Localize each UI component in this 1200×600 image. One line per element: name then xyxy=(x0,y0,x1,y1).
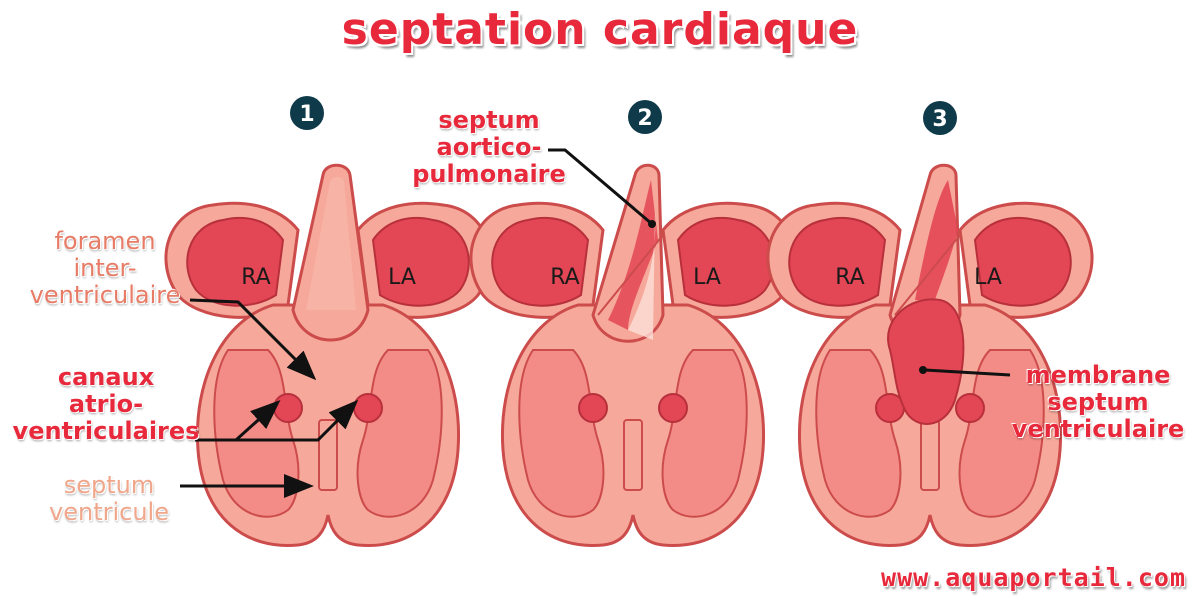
heart3-ra-label: RA xyxy=(835,265,864,290)
heart-stage-3: RA LA xyxy=(766,163,1094,548)
label-canaux-line-3: ventriculaires xyxy=(12,417,200,445)
label-membrane-line-3: ventriculaire xyxy=(1011,415,1185,443)
label-septum-aortico-line-2: aortico- xyxy=(436,133,542,161)
label-membrane-line-1: membrane xyxy=(1025,361,1171,389)
heart2-ra-label: RA xyxy=(550,265,579,290)
leader-membrane xyxy=(924,368,1011,377)
label-foramen-line-3: ventriculaire xyxy=(29,281,181,309)
heart3-la-label: LA xyxy=(974,265,1002,290)
label-membrane: membrane septum ventriculaire xyxy=(1000,362,1196,443)
label-septum-ventricule: septum ventricule xyxy=(14,472,204,526)
step-2-number: 2 xyxy=(637,106,652,131)
label-septum-aortico: septum aortico- pulmonaire xyxy=(394,107,584,188)
label-septum-aortico-line-1: septum xyxy=(438,106,540,134)
heart1-la-label: LA xyxy=(388,265,416,290)
heart2-la-label: LA xyxy=(693,265,721,290)
label-foramen-line-2: inter- xyxy=(73,254,137,282)
heart-stage-2: RA LA xyxy=(469,163,797,548)
label-membrane-line-2: septum xyxy=(1047,388,1149,416)
label-septum-aortico-line-3: pulmonaire xyxy=(412,160,566,188)
heart-stage-1: RA LA xyxy=(164,163,492,548)
leader-septum-aortico-dot xyxy=(648,220,656,228)
leader-canal-left xyxy=(236,399,359,442)
leader-membrane-dot xyxy=(919,366,927,374)
leader-foramen xyxy=(189,298,317,381)
label-canaux: canaux atrio- ventriculaires xyxy=(8,364,204,445)
page-title: septation cardiaque xyxy=(341,4,859,55)
heart1-ra-label: RA xyxy=(241,265,270,290)
label-septum-ventricule-line-1: septum xyxy=(63,471,155,499)
label-septum-ventricule-line-2: ventricule xyxy=(49,498,169,526)
website-url: www.aquaportail.com xyxy=(881,563,1186,592)
label-canaux-line-2: atrio- xyxy=(68,390,144,418)
label-foramen-line-1: foramen xyxy=(54,227,156,255)
step-2-badge: 2 xyxy=(628,100,662,134)
leader-lines xyxy=(180,148,1011,498)
label-foramen: foramen inter- ventriculaire xyxy=(10,228,200,309)
step-1-number: 1 xyxy=(299,102,314,127)
step-3-badge: 3 xyxy=(923,101,957,135)
step-1-badge: 1 xyxy=(290,96,324,130)
label-canaux-line-1: canaux xyxy=(57,363,155,391)
step-3-number: 3 xyxy=(932,107,947,132)
leader-septum-aortico xyxy=(548,148,653,226)
